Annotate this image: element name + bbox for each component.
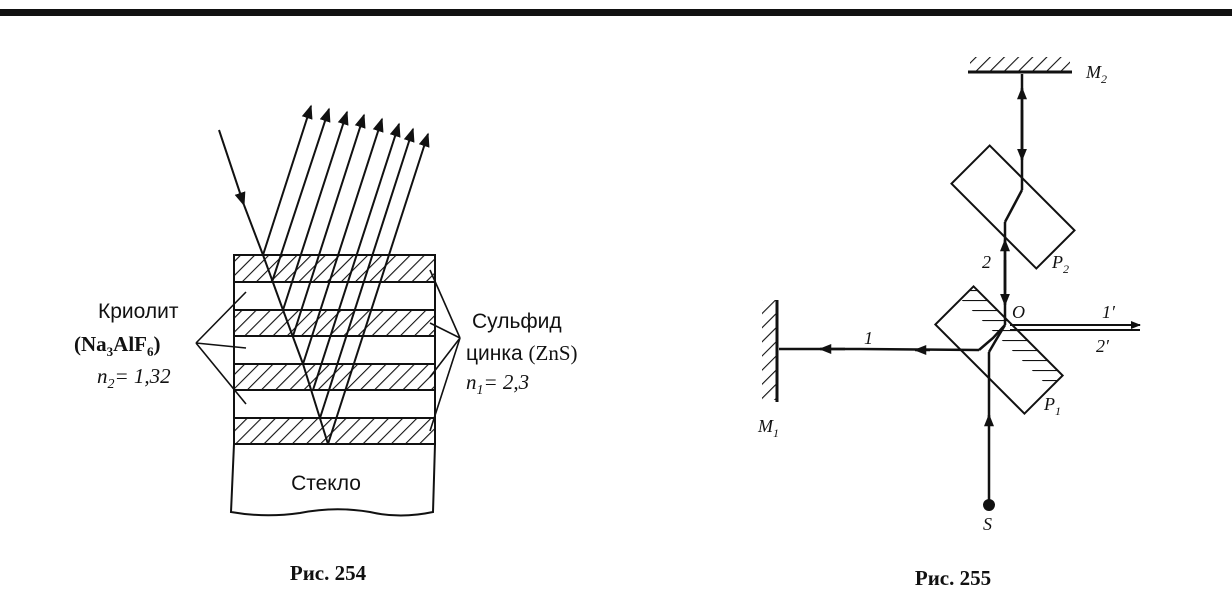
cryolite-name: Криолит bbox=[98, 300, 179, 323]
mirror-m1: M1 bbox=[757, 300, 779, 440]
layer-stack: Стекло bbox=[229, 254, 437, 517]
incident-ray bbox=[218, 129, 246, 207]
zns-name-line1: Сульфид bbox=[472, 310, 562, 333]
cryolite-leaders bbox=[195, 291, 247, 405]
reflected-ray-2 bbox=[271, 107, 331, 283]
beam-1-label: 1 bbox=[864, 328, 873, 348]
beam-2-label: 2 bbox=[982, 252, 991, 272]
source-point bbox=[983, 499, 995, 511]
plate-p1: P1 bbox=[933, 284, 1065, 418]
cryolite-formula: (Na3AlF6) bbox=[74, 332, 161, 359]
cryolite-layer-2 bbox=[233, 335, 436, 365]
mirror-m1-label: M1 bbox=[757, 416, 779, 440]
reflected-ray-4 bbox=[292, 113, 366, 337]
zns-layer-3 bbox=[233, 363, 436, 391]
figure-254: Стекло Криол bbox=[74, 104, 578, 585]
reflected-ray-3 bbox=[282, 110, 349, 311]
reflected-ray-5 bbox=[302, 117, 384, 365]
plate-p2: P2 bbox=[950, 144, 1076, 276]
zns-refractive-index: n1= 2,3 bbox=[466, 370, 529, 398]
light-rays bbox=[218, 104, 430, 445]
figure-255-caption: Рис. 255 bbox=[915, 566, 991, 590]
glass-label: Стекло bbox=[291, 472, 361, 495]
output-1-label: 1′ bbox=[1102, 302, 1116, 322]
cryolite-layer-3 bbox=[233, 389, 436, 419]
plate-p1-label: P1 bbox=[1043, 394, 1061, 418]
point-o-label: O bbox=[1012, 302, 1025, 322]
beams bbox=[779, 74, 1141, 503]
glass-substrate bbox=[229, 443, 437, 517]
cryolite-refractive-index: n2= 1,32 bbox=[97, 364, 171, 392]
reflected-ray-1 bbox=[262, 104, 313, 256]
reflected-ray-7 bbox=[319, 127, 415, 419]
output-2-label: 2′ bbox=[1096, 336, 1110, 356]
figure-255: M2 M1 P2 P1 bbox=[757, 57, 1141, 590]
mirror-m2-label: M2 bbox=[1085, 62, 1107, 86]
mirror-m2: M2 bbox=[968, 57, 1107, 86]
plate-p2-label: P2 bbox=[1051, 252, 1069, 276]
zns-name-line2: цинка (ZnS) bbox=[466, 341, 578, 365]
figure-254-caption: Рис. 254 bbox=[290, 561, 367, 585]
cryolite-layer-1 bbox=[233, 281, 436, 311]
zns-leaders bbox=[429, 269, 461, 432]
reflected-ray-6 bbox=[312, 122, 401, 391]
reflected-ray-8 bbox=[327, 132, 430, 445]
top-rule bbox=[0, 9, 1232, 16]
source-label: S bbox=[983, 514, 992, 534]
